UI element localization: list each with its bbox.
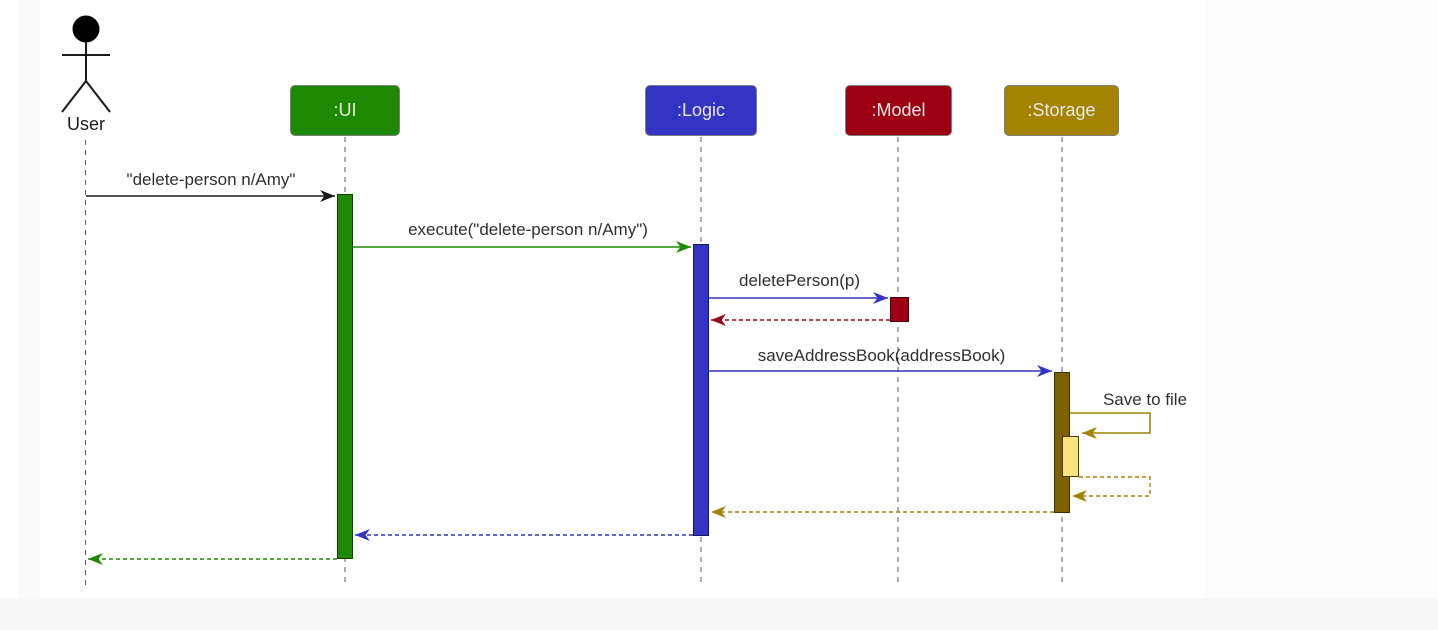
participant-logic-label: :Logic: [676, 100, 726, 120]
message-label-delete-person-command: "delete-person n/Amy": [126, 170, 296, 189]
activation-bar-model: [890, 297, 909, 322]
activation-bar-storage-nested: [1062, 436, 1079, 477]
participant-storage-label: :Storage: [1027, 100, 1096, 120]
participant-model: :Model: [845, 85, 952, 136]
participant-storage: :Storage: [1004, 85, 1119, 136]
participant-model-label: :Model: [871, 100, 926, 120]
arrow-save-to-file-self-call: [1070, 412, 1151, 439]
participant-logic: :Logic: [645, 85, 757, 136]
message-label-save-address-book: saveAddressBook(addressBook): [757, 346, 1006, 365]
background-left-strip: [17, 0, 40, 598]
activation-bar-ui: [337, 194, 353, 559]
message-label-delete-person-call: deletePerson(p): [739, 271, 860, 290]
activation-bar-logic: [693, 244, 709, 536]
message-label-save-to-file: Save to file: [1102, 390, 1188, 409]
background-right-margin: [1206, 0, 1438, 598]
message-label-execute-call: execute("delete-person n/Amy"): [408, 220, 648, 239]
participant-ui-label: :UI: [333, 100, 357, 120]
actor-user-label: User: [66, 114, 105, 134]
actor-user-icon: [61, 15, 111, 113]
background-bottom-margin: [0, 598, 1438, 630]
participant-ui: :UI: [290, 85, 400, 136]
arrow-self-return: [1072, 476, 1151, 502]
